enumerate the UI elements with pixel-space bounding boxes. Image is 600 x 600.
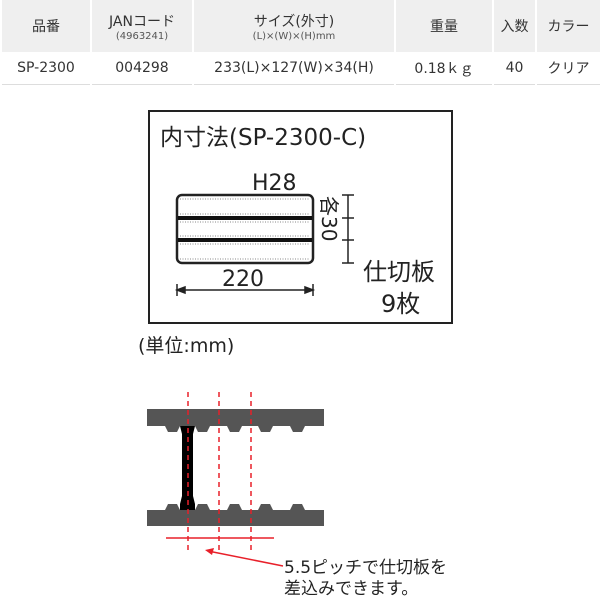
length-label: 220 bbox=[222, 267, 264, 292]
arrow-head-icon bbox=[205, 548, 214, 555]
length-arrow bbox=[174, 284, 316, 296]
cell-jan: 004298 bbox=[90, 52, 193, 85]
inner-dimension-diagram: 内寸法(SP-2300-C) H28 各30 220 仕切板 9枚 (単位:mm… bbox=[138, 110, 453, 357]
cell-size: 233(L)×127(W)×34(H) bbox=[192, 52, 395, 85]
cell-part-no: SP-2300 bbox=[0, 52, 91, 85]
diagram-title: 内寸法(SP-2300-C) bbox=[160, 125, 366, 151]
table-header-row: 品番 JANコード(4963241) サイズ(外寸)(L)×(W)×(H)mm … bbox=[0, 0, 600, 52]
partition-count: 9枚 bbox=[381, 290, 420, 318]
top-rail bbox=[147, 409, 324, 426]
header-color: カラー bbox=[535, 0, 600, 52]
unit-note: (単位:mm) bbox=[138, 335, 234, 357]
pitch-note-line1: 5.5ピッチで仕切板を bbox=[284, 558, 447, 578]
cell-color: クリア bbox=[535, 52, 600, 85]
pitch-diagram: 5.5ピッチで仕切板を 差込みできます。 bbox=[147, 392, 447, 599]
tray-outline bbox=[175, 193, 315, 265]
pitch-label: 各30 bbox=[317, 196, 341, 241]
bottom-rail bbox=[147, 510, 324, 526]
partition-label: 仕切板 bbox=[363, 258, 435, 286]
pitch-dimension bbox=[342, 194, 354, 264]
cell-weight: 0.18ｋｇ bbox=[394, 52, 493, 85]
slot-ticks bbox=[180, 198, 310, 260]
header-size: サイズ(外寸)(L)×(W)×(H)mm bbox=[192, 0, 395, 52]
table-row: SP-2300 004298 233(L)×127(W)×34(H) 0.18ｋ… bbox=[0, 52, 600, 85]
cell-quantity: 40 bbox=[492, 52, 536, 85]
pitch-note-line2: 差込みできます。 bbox=[284, 579, 418, 599]
header-weight: 重量 bbox=[394, 0, 493, 52]
rail-teeth bbox=[165, 426, 305, 510]
pointer-arrow bbox=[207, 550, 284, 567]
header-jan: JANコード(4963241) bbox=[90, 0, 193, 52]
diagram-frame bbox=[148, 110, 453, 324]
height-label: H28 bbox=[252, 171, 297, 196]
spec-table: 品番 JANコード(4963241) サイズ(外寸)(L)×(W)×(H)mm … bbox=[0, 0, 600, 85]
header-quantity: 入数 bbox=[492, 0, 536, 52]
header-part-no: 品番 bbox=[0, 0, 91, 52]
